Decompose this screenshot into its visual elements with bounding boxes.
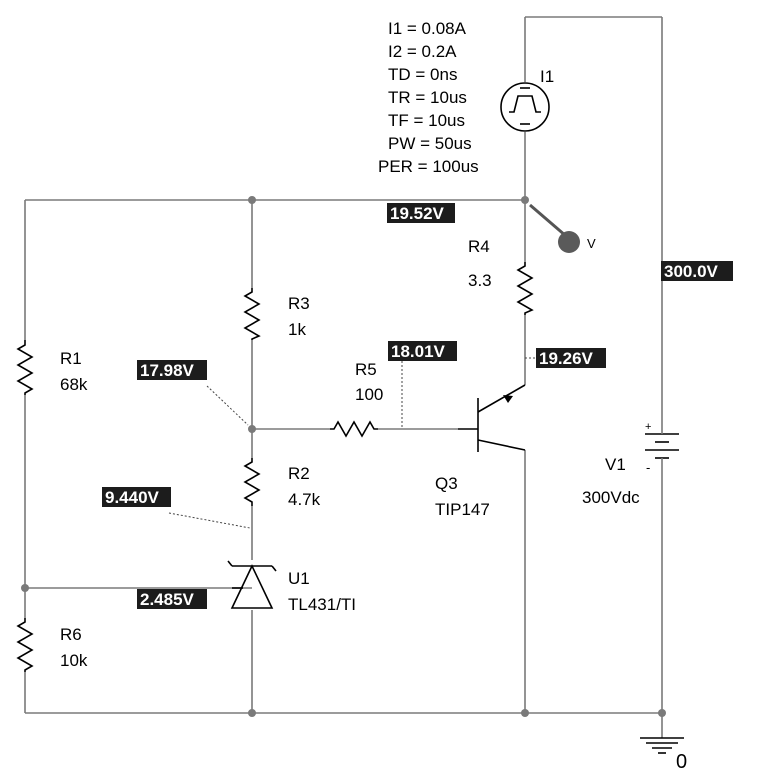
- q3-transistor-symbol[interactable]: [458, 384, 526, 452]
- r4-ref: R4: [468, 237, 490, 256]
- voltage-ref-node: 2.485V: [137, 589, 207, 609]
- voltage-r2-u1-node: 9.440V: [102, 487, 171, 507]
- r4-symbol[interactable]: [516, 262, 534, 315]
- r1-symbol[interactable]: [16, 340, 34, 395]
- r6-value: 10k: [60, 651, 88, 670]
- q3-value: TIP147: [435, 500, 490, 519]
- q3-ref: Q3: [435, 474, 458, 493]
- source-parameters: I1 = 0.08A I2 = 0.2A TD = 0ns TR = 10us …: [378, 19, 479, 176]
- voltage-top-rail: 19.52V: [387, 203, 455, 223]
- svg-text:+: +: [645, 421, 651, 433]
- r2-value: 4.7k: [288, 490, 321, 509]
- r3-value: 1k: [288, 320, 306, 339]
- r3-symbol[interactable]: [243, 288, 261, 340]
- u1-regulator-symbol[interactable]: [227, 560, 277, 609]
- r6-symbol[interactable]: [16, 618, 34, 672]
- r1-ref: R1: [60, 349, 82, 368]
- svg-text:18.01V: 18.01V: [391, 342, 446, 361]
- voltage-supply: 300.0V: [661, 261, 733, 281]
- u1-value: TL431/TI: [288, 595, 356, 614]
- ground-label: 0: [676, 751, 687, 773]
- param-pw: PW = 50us: [388, 134, 472, 153]
- i1-pulse-source-symbol[interactable]: [500, 82, 550, 132]
- v1-ref: V1: [605, 455, 626, 474]
- v1-value: 300Vdc: [582, 488, 640, 507]
- r3-ref: R3: [288, 294, 310, 313]
- svg-text:300.0V: 300.0V: [664, 262, 719, 281]
- voltage-leader-lines: [168, 357, 536, 529]
- voltage-base: 18.01V: [388, 341, 457, 361]
- i1-ref: I1: [540, 67, 554, 86]
- param-tr: TR = 10us: [388, 88, 467, 107]
- param-per: PER = 100us: [378, 157, 479, 176]
- r2-symbol[interactable]: [243, 458, 261, 506]
- svg-text:17.98V: 17.98V: [140, 361, 195, 380]
- junction-dots: [21, 196, 666, 717]
- v1-dc-source-symbol[interactable]: + -: [645, 421, 679, 475]
- r1-value: 68k: [60, 375, 88, 394]
- param-tf: TF = 10us: [388, 111, 465, 130]
- r5-ref: R5: [355, 360, 377, 379]
- wires: [24, 16, 663, 738]
- svg-text:19.52V: 19.52V: [390, 204, 445, 223]
- r4-value: 3.3: [468, 271, 492, 290]
- svg-text:9.440V: 9.440V: [105, 488, 160, 507]
- param-td: TD = 0ns: [388, 65, 457, 84]
- param-i2: I2 = 0.2A: [388, 42, 457, 61]
- voltage-emitter: 19.26V: [536, 348, 606, 368]
- r5-value: 100: [355, 385, 383, 404]
- probe-label: V: [587, 236, 596, 251]
- voltage-r3-r2-node: 17.98V: [137, 360, 207, 380]
- svg-text:-: -: [646, 460, 650, 475]
- param-i1: I1 = 0.08A: [388, 19, 467, 38]
- ground-symbol: [640, 737, 684, 754]
- svg-text:19.26V: 19.26V: [539, 349, 594, 368]
- u1-ref: U1: [288, 569, 310, 588]
- svg-text:2.485V: 2.485V: [140, 590, 195, 609]
- r2-ref: R2: [288, 464, 310, 483]
- r5-symbol[interactable]: [330, 420, 378, 438]
- voltage-probe[interactable]: [529, 203, 580, 253]
- r6-ref: R6: [60, 625, 82, 644]
